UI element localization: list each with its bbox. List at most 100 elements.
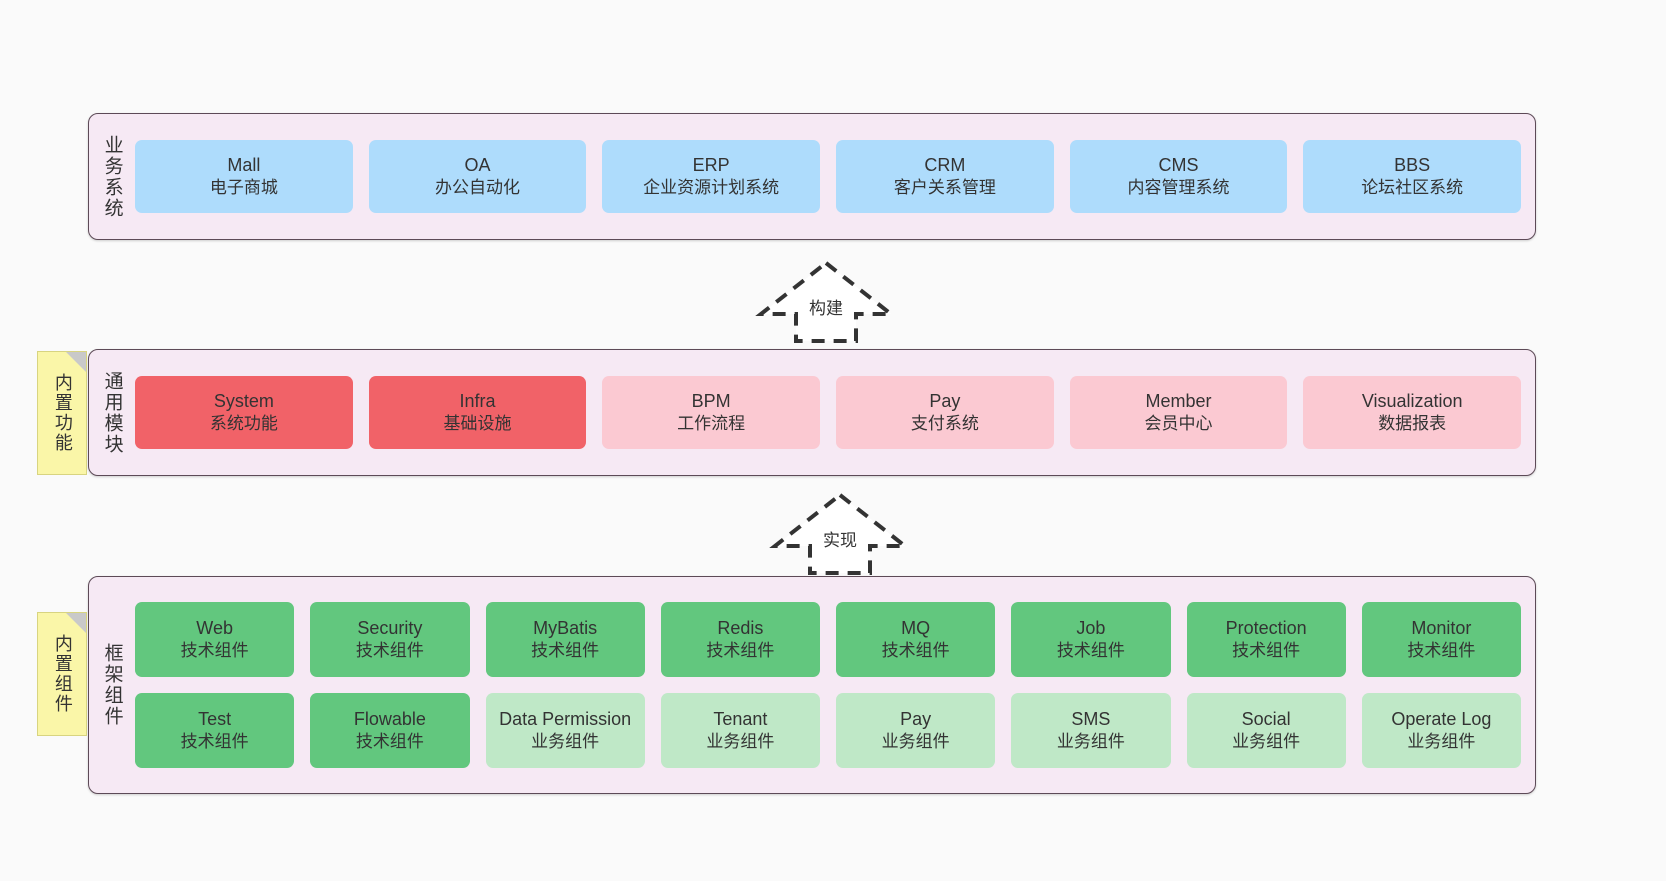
sticky-note-builtin-component: 内置组件 [37, 612, 87, 736]
node-title: Security [357, 618, 423, 639]
node-subtitle: 业务组件 [881, 732, 950, 752]
node-subtitle: 技术组件 [1056, 641, 1125, 661]
sticky-note-builtin-component-label: 内置组件 [52, 634, 73, 714]
sticky-note-builtin-function-label: 内置功能 [52, 373, 73, 453]
page-fold-icon [66, 613, 86, 633]
node-title: CMS [1158, 155, 1199, 176]
page-fold-icon [66, 352, 86, 372]
node-title: MQ [901, 618, 931, 639]
node-title: ERP [692, 155, 730, 176]
node-subtitle: 企业资源计划系统 [643, 178, 780, 198]
node-title: Web [196, 618, 233, 639]
node-title: Test [198, 709, 232, 730]
node-title: Tenant [713, 709, 768, 730]
node-subtitle: 业务组件 [706, 732, 775, 752]
node-subtitle: 技术组件 [881, 641, 950, 661]
sticky-note-builtin-function: 内置功能 [37, 351, 87, 475]
node-title: Pay [900, 709, 932, 730]
node-title: Operate Log [1391, 709, 1492, 730]
node-title: Redis [717, 618, 764, 639]
node-subtitle: 支付系统 [910, 414, 979, 434]
node-title: Pay [929, 391, 961, 412]
node-title: MyBatis [533, 618, 598, 639]
layer-title-business-system: 业务系统 [101, 134, 123, 219]
node-title: OA [464, 155, 491, 176]
node-subtitle: 论坛社区系统 [1361, 178, 1464, 198]
node-title: Mall [227, 155, 261, 176]
node-title: Infra [459, 391, 496, 412]
node-title: Visualization [1361, 391, 1463, 412]
node-subtitle: 数据报表 [1378, 414, 1447, 434]
node-subtitle: 电子商城 [209, 178, 278, 198]
node-subtitle: 业务组件 [1407, 732, 1476, 752]
node-subtitle: 业务组件 [531, 732, 600, 752]
node-subtitle: 系统功能 [209, 414, 278, 434]
node-subtitle: 技术组件 [1232, 641, 1301, 661]
node-title: SMS [1071, 709, 1111, 730]
layer-title-framework-components: 框架组件 [101, 643, 123, 727]
node-subtitle: 技术组件 [355, 641, 424, 661]
node-subtitle: 技术组件 [706, 641, 775, 661]
node-subtitle: 技术组件 [180, 641, 249, 661]
node-title: CRM [924, 155, 966, 176]
node-subtitle: 技术组件 [180, 732, 249, 752]
node-subtitle: 业务组件 [1056, 732, 1125, 752]
node-subtitle: 内容管理系统 [1127, 178, 1230, 198]
node-title: Monitor [1411, 618, 1472, 639]
node-subtitle: 工作流程 [677, 414, 746, 434]
node-title: BBS [1394, 155, 1431, 176]
node-subtitle: 技术组件 [531, 641, 600, 661]
node-title: Social [1241, 709, 1291, 730]
node-subtitle: 业务组件 [1232, 732, 1301, 752]
arrow-build: 构建 [752, 258, 900, 346]
node-title: System [213, 391, 274, 412]
node-title: Flowable [353, 709, 426, 730]
node-subtitle: 办公自动化 [435, 178, 520, 198]
node-subtitle: 技术组件 [1407, 641, 1476, 661]
node-title: BPM [691, 391, 731, 412]
node-title: Job [1076, 618, 1106, 639]
node-subtitle: 基础设施 [443, 414, 512, 434]
node-subtitle: 会员中心 [1144, 414, 1213, 434]
node-subtitle: 客户关系管理 [893, 178, 996, 198]
